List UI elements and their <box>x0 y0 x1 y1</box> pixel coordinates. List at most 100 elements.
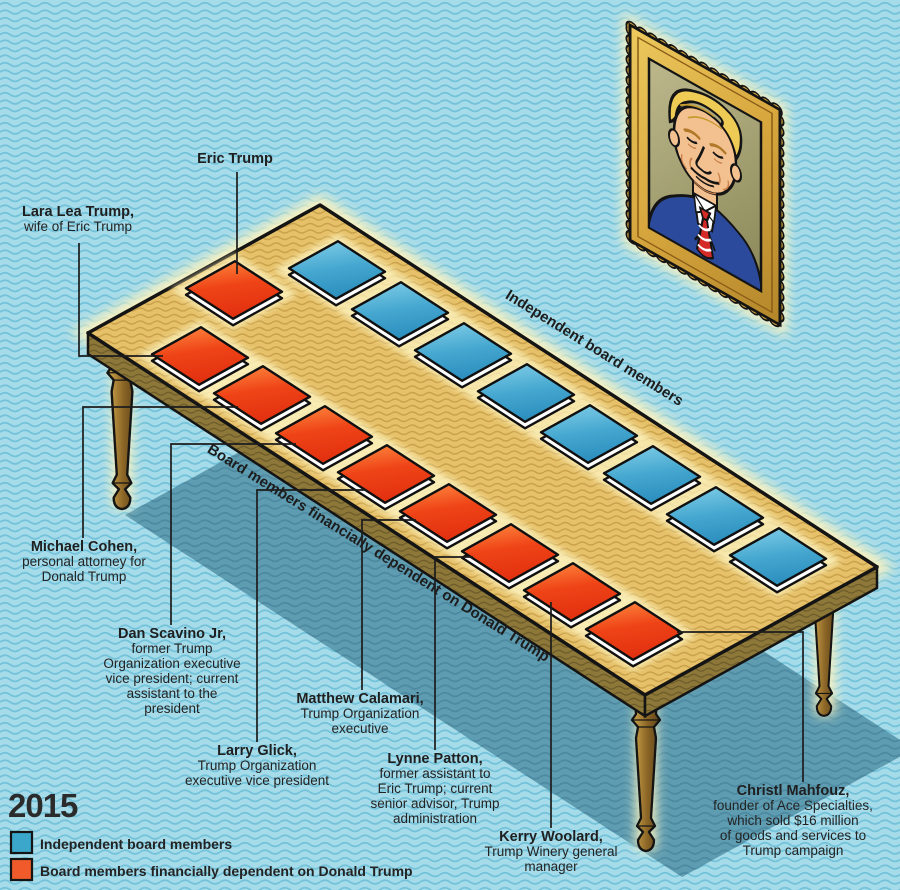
leader-michael-cohen <box>82 406 238 538</box>
label-christl-mahfouz-line-1: founder of Ace Specialties, <box>713 798 873 813</box>
portrait-eyes <box>686 136 724 159</box>
seat-cushion-top <box>728 527 828 587</box>
label-dan-scavino-line-4: assistant to the <box>127 686 218 701</box>
seat-cushion-top <box>184 260 284 320</box>
leader-lynne-patton <box>434 556 473 750</box>
portrait-hair-strands <box>679 103 723 130</box>
label-michael-cohen-line-0: Michael Cohen, <box>31 539 137 555</box>
seats-layer <box>150 239 828 668</box>
label-dan-scavino: Dan Scavino Jr,former TrumpOrganization … <box>103 626 240 716</box>
portrait-mouth <box>690 166 720 185</box>
seat-cushion-top <box>350 281 450 341</box>
seat-cushion-top <box>539 404 639 464</box>
label-lynne-patton-line-2: Eric Trump; current <box>378 781 493 796</box>
seat-michael-cohen <box>212 365 312 432</box>
seat-kerry-woolard <box>522 562 622 629</box>
label-dan-scavino-line-3: vice president; current <box>106 671 239 686</box>
seat-independent-5 <box>539 404 639 471</box>
seat-eric-trump <box>184 260 284 327</box>
label-kerry-woolard-line-1: Trump Winery general <box>484 844 617 859</box>
label-michael-cohen-line-2: Donald Trump <box>42 569 127 584</box>
seat-independent-3 <box>413 322 513 389</box>
label-eric-trump: Eric Trump <box>197 151 273 167</box>
legend: Independent board members Board members … <box>9 830 413 882</box>
label-lara-lea-trump-line-1: wife of Eric Trump <box>23 219 132 234</box>
legend-swatch-dependent <box>9 857 34 882</box>
leader-larry-glick <box>256 489 367 742</box>
label-lynne-patton-line-3: senior advisor, Trump <box>370 796 499 811</box>
seat-cushion-top <box>212 365 312 425</box>
year-label: 2015 <box>8 787 78 824</box>
label-christl-mahfouz: Christl Mahfouz,founder of Ace Specialti… <box>713 783 873 858</box>
portrait-picture <box>647 56 763 294</box>
seat-cushion-top <box>413 322 513 382</box>
seat-cushion-top <box>336 444 436 504</box>
seat-cushion-top <box>150 326 250 386</box>
label-kerry-woolard-line-0: Kerry Woolard, <box>499 829 603 845</box>
table-shadow <box>125 387 900 877</box>
legend-label-independent: Independent board members <box>40 836 232 852</box>
leader-matthew-calamari <box>361 519 416 690</box>
portrait-face <box>672 105 738 196</box>
legend-label-dependent: Board members financially dependent on D… <box>40 863 413 879</box>
label-christl-mahfouz-line-4: Trump campaign <box>743 843 844 858</box>
label-lara-lea-trump: Lara Lea Trump,wife of Eric Trump <box>22 204 134 234</box>
seat-cushion-top <box>460 523 560 583</box>
seat-cushion-top <box>522 562 622 622</box>
label-michael-cohen: Michael Cohen,personal attorney forDonal… <box>22 539 146 584</box>
portrait-tie <box>695 205 715 260</box>
portrait-hair <box>668 88 743 163</box>
label-christl-mahfouz-line-0: Christl Mahfouz, <box>737 783 850 799</box>
label-eric-trump-line-0: Eric Trump <box>197 151 273 167</box>
leader-lara-lea-trump <box>78 243 163 357</box>
label-dan-scavino-line-0: Dan Scavino Jr, <box>118 626 226 642</box>
seat-cushion-top <box>476 363 576 423</box>
seat-matthew-calamari <box>398 483 498 550</box>
seat-larry-glick <box>336 444 436 511</box>
portrait-figure <box>650 88 760 290</box>
table-top <box>86 203 879 697</box>
seat-independent-6 <box>602 445 702 512</box>
label-larry-glick-line-1: Trump Organization <box>198 758 317 773</box>
label-matthew-calamari-line-1: Trump Organization <box>301 706 420 721</box>
seat-lara-lea-trump <box>150 326 250 393</box>
label-lynne-patton-line-1: former assistant to <box>379 766 490 781</box>
seat-independent-4 <box>476 363 576 430</box>
label-christl-mahfouz-line-2: which sold $16 million <box>726 813 858 828</box>
label-matthew-calamari-line-0: Matthew Calamari, <box>296 691 423 707</box>
label-dan-scavino-line-2: Organization executive <box>103 656 240 671</box>
label-matthew-calamari: Matthew Calamari,Trump Organizationexecu… <box>296 691 423 736</box>
leader-dan-scavino <box>170 443 296 625</box>
label-larry-glick-line-0: Larry Glick, <box>217 743 297 759</box>
label-christl-mahfouz-line-3: of goods and services to <box>720 828 866 843</box>
label-lynne-patton-line-4: administration <box>393 811 477 826</box>
seat-independent-2 <box>350 281 450 348</box>
footer: 2015 Independent board members Board mem… <box>8 787 413 882</box>
seat-independent-7 <box>665 486 765 553</box>
portrait-frame-inner-line <box>637 36 773 314</box>
seat-cushion-top <box>602 445 702 505</box>
label-lara-lea-trump-line-0: Lara Lea Trump, <box>22 204 134 220</box>
label-kerry-woolard: Kerry Woolard,Trump Winery generalmanage… <box>484 829 617 874</box>
seat-lynne-patton <box>460 523 560 590</box>
label-matthew-calamari-line-2: executive <box>331 721 388 736</box>
label-kerry-woolard-line-2: manager <box>524 859 578 874</box>
label-larry-glick-line-2: executive vice president <box>185 773 329 788</box>
label-lynne-patton-line-0: Lynne Patton, <box>387 751 482 767</box>
boardroom-table <box>86 203 879 719</box>
label-dan-scavino-line-5: president <box>144 701 200 716</box>
trump-portrait <box>625 17 785 332</box>
label-dan-scavino-line-1: former Trump <box>131 641 212 656</box>
label-michael-cohen-line-1: personal attorney for <box>22 554 146 569</box>
label-larry-glick: Larry Glick,Trump Organizationexecutive … <box>185 743 329 788</box>
seat-dan-scavino <box>274 405 374 472</box>
leader-christl-mahfouz <box>677 631 804 782</box>
seat-independent-8 <box>728 527 828 594</box>
seat-cushion-top <box>274 405 374 465</box>
portrait-nose <box>695 145 712 175</box>
leader-lines <box>78 172 804 828</box>
